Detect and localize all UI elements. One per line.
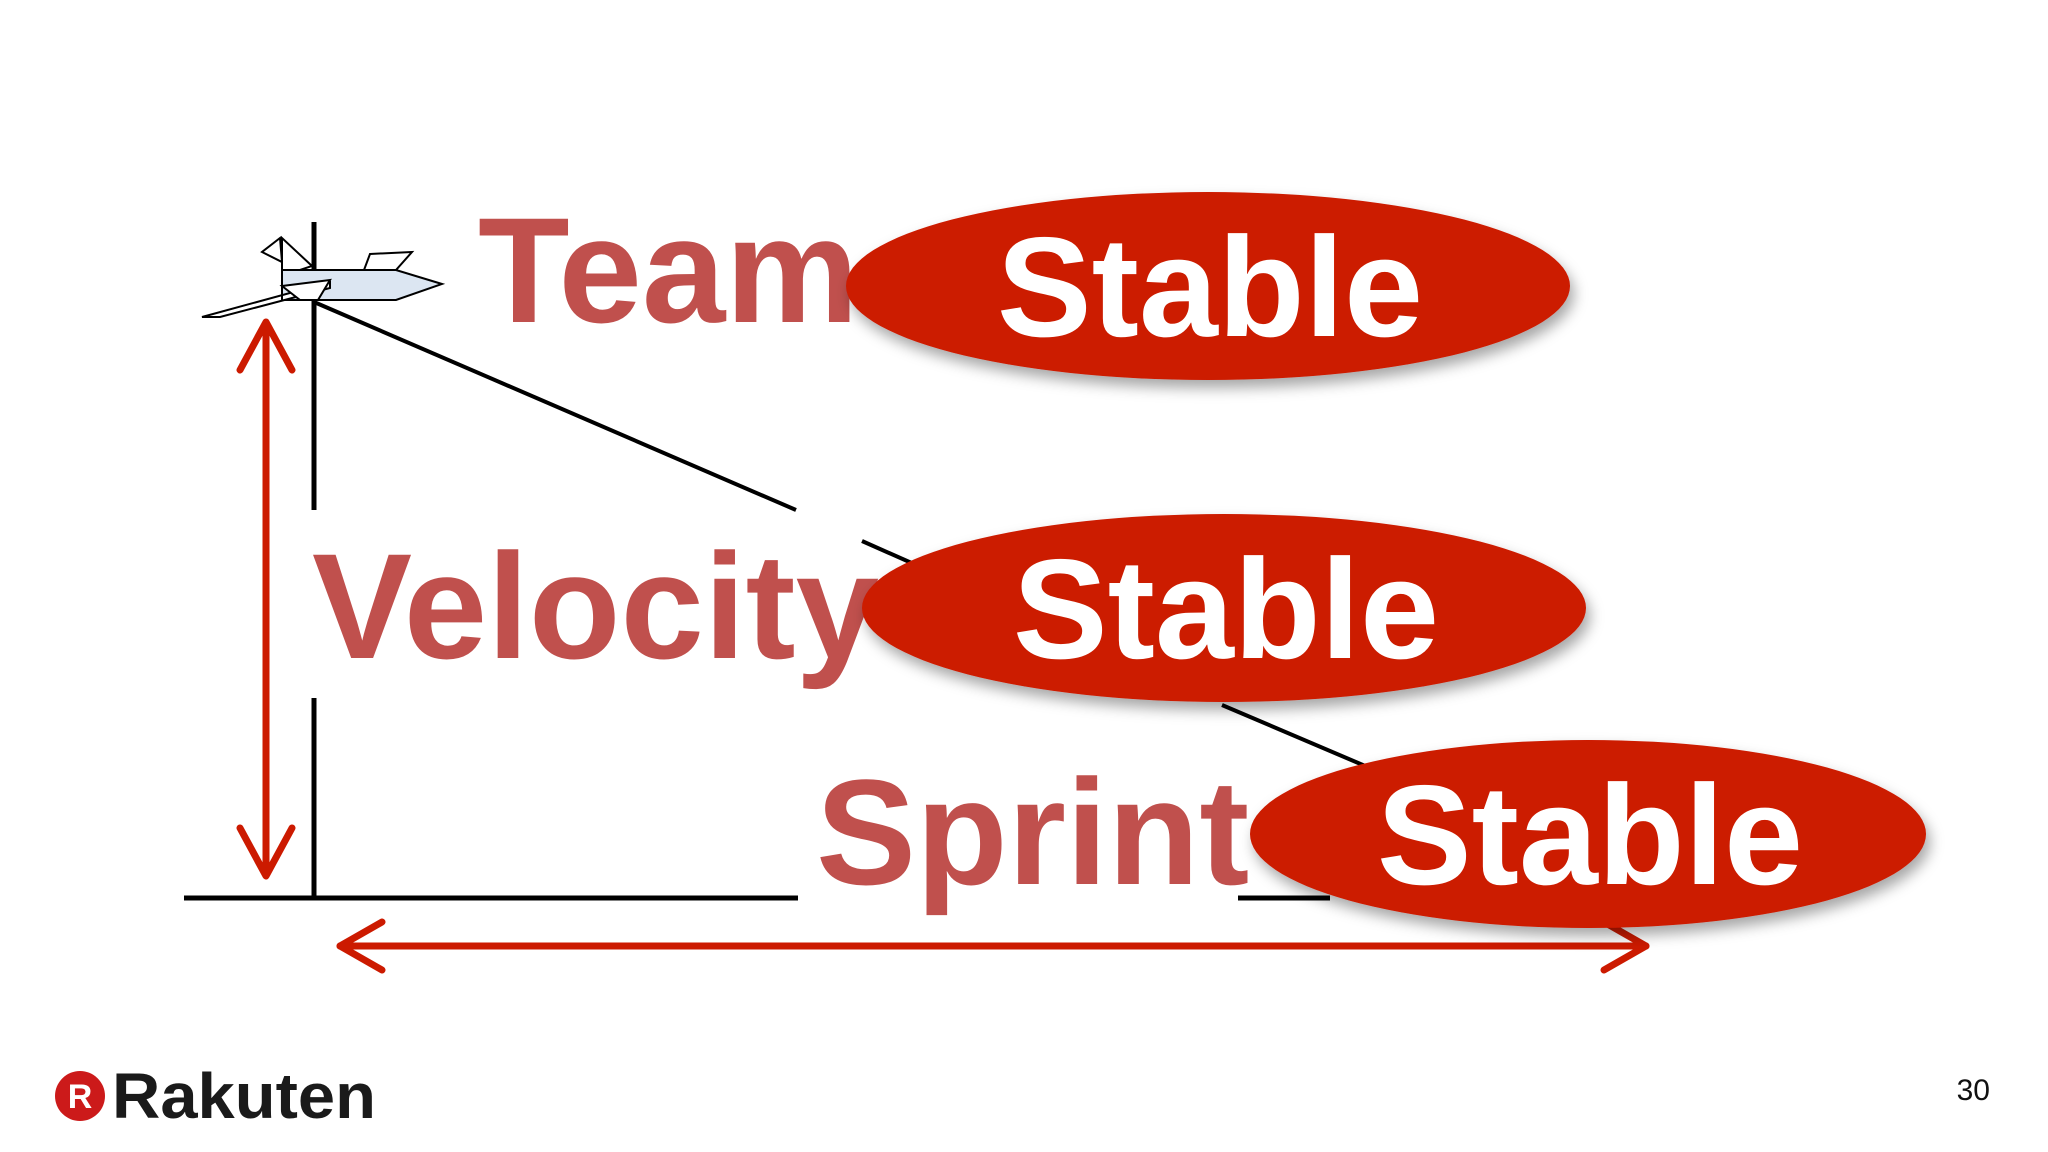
airplane-icon [201,235,446,318]
double-arrow-horizontal-icon [336,918,1650,974]
badge-team-label: Stable [997,208,1423,367]
badge-velocity: Stable [862,514,1586,702]
badge-velocity-shape [862,514,1586,702]
rakuten-logo: R Rakuten [55,1060,376,1132]
label-velocity: Velocity [312,522,879,690]
logo-mark [55,1071,105,1121]
logo-wordmark: Rakuten [112,1060,376,1132]
double-arrow-vertical-icon [236,318,296,880]
badge-team-shape [846,192,1570,380]
badge-sprint-label: Stable [1377,756,1803,915]
page-number: 30 [1957,1074,1990,1107]
logo-mark-letter: R [68,1078,93,1116]
badge-sprint: Stable [1250,740,1926,928]
badge-team: Stable [846,192,1570,380]
label-sprint: Sprint [816,748,1249,916]
label-team: Team [478,186,859,354]
badge-sprint-shape [1250,740,1926,928]
badge-velocity-label: Stable [1013,530,1439,689]
